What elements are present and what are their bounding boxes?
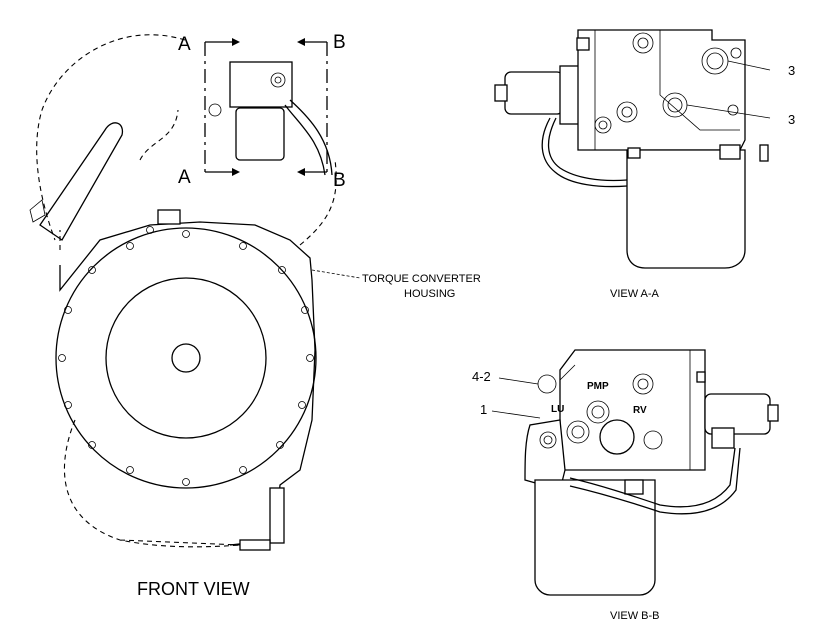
section-a-bottom-label: A xyxy=(178,167,191,188)
view-aa-tube xyxy=(541,117,628,188)
view-bb-filter-bowl xyxy=(534,479,656,596)
front-view-top-lug xyxy=(157,209,181,225)
view-bb-callout-lower: 1 xyxy=(480,402,487,417)
housing-label-line2: HOUSING xyxy=(404,288,455,300)
view-bb-port-pmp: PMP xyxy=(587,381,609,392)
view-aa-callout-upper: 3 xyxy=(788,63,795,78)
front-view-valve-bowl xyxy=(235,107,285,161)
view-bb-tube xyxy=(569,447,736,508)
view-aa-filter-bowl xyxy=(626,149,746,269)
front-view-valve xyxy=(208,61,333,176)
view-aa-solenoid-cap xyxy=(494,84,508,102)
front-view-valve-body xyxy=(229,61,293,108)
view-aa-solenoid xyxy=(504,71,564,115)
section-line-b xyxy=(297,38,328,176)
view-bb-callout-upper-leader xyxy=(498,377,539,385)
view-aa: 3 3 VIEW A-A xyxy=(494,29,795,300)
view-bb-callout-upper: 4-2 xyxy=(472,369,491,384)
front-view-ghost-lower xyxy=(63,159,337,548)
view-bb-connector xyxy=(711,427,735,449)
section-b-bottom-label: B xyxy=(333,170,346,191)
view-bb: PMP LU RV 4-2 1 VIEW B-B xyxy=(472,349,779,622)
view-aa-solenoid-flange xyxy=(559,65,581,125)
front-view-caption: FRONT VIEW xyxy=(137,579,250,599)
view-bb-port-4-2 xyxy=(537,374,557,394)
front-view-ghost-outline xyxy=(36,34,186,250)
housing-label-line1: TORQUE CONVERTER xyxy=(362,273,481,285)
view-aa-callout-lower-leader xyxy=(686,104,771,119)
view-bb-callout-lower-leader xyxy=(491,410,541,419)
front-view-housing-shell xyxy=(59,221,316,546)
section-line-a xyxy=(204,38,240,176)
front-view-bottom-lug xyxy=(269,487,285,544)
section-b-top-label: B xyxy=(333,32,346,53)
front-view-flange xyxy=(55,227,317,489)
view-bb-side-block xyxy=(524,419,566,491)
section-a-top-label: A xyxy=(178,34,191,55)
view-bb-port-rv: RV xyxy=(633,405,647,416)
front-view-bolt-holes xyxy=(58,226,314,486)
front-view-inner-ring xyxy=(105,277,267,439)
view-bb-port-lu: LU xyxy=(551,404,564,415)
front-view-hub xyxy=(171,343,201,373)
front-view-valve-tube xyxy=(284,104,326,176)
front-view-bolt-left xyxy=(29,199,46,223)
front-view: A A B B TORQUE CONVERTER HOUSING FRONT V… xyxy=(29,32,481,599)
view-bb-cap xyxy=(599,419,635,455)
housing-leader-line xyxy=(311,269,361,279)
view-aa-caption: VIEW A-A xyxy=(610,288,660,300)
front-view-arm xyxy=(39,122,124,241)
front-view-bottom-foot xyxy=(239,539,271,551)
view-aa-valve-body xyxy=(577,29,746,151)
view-aa-callout-upper-leader xyxy=(727,60,771,71)
view-bb-caption: VIEW B-B xyxy=(610,610,660,622)
view-aa-callout-lower: 3 xyxy=(788,112,795,127)
